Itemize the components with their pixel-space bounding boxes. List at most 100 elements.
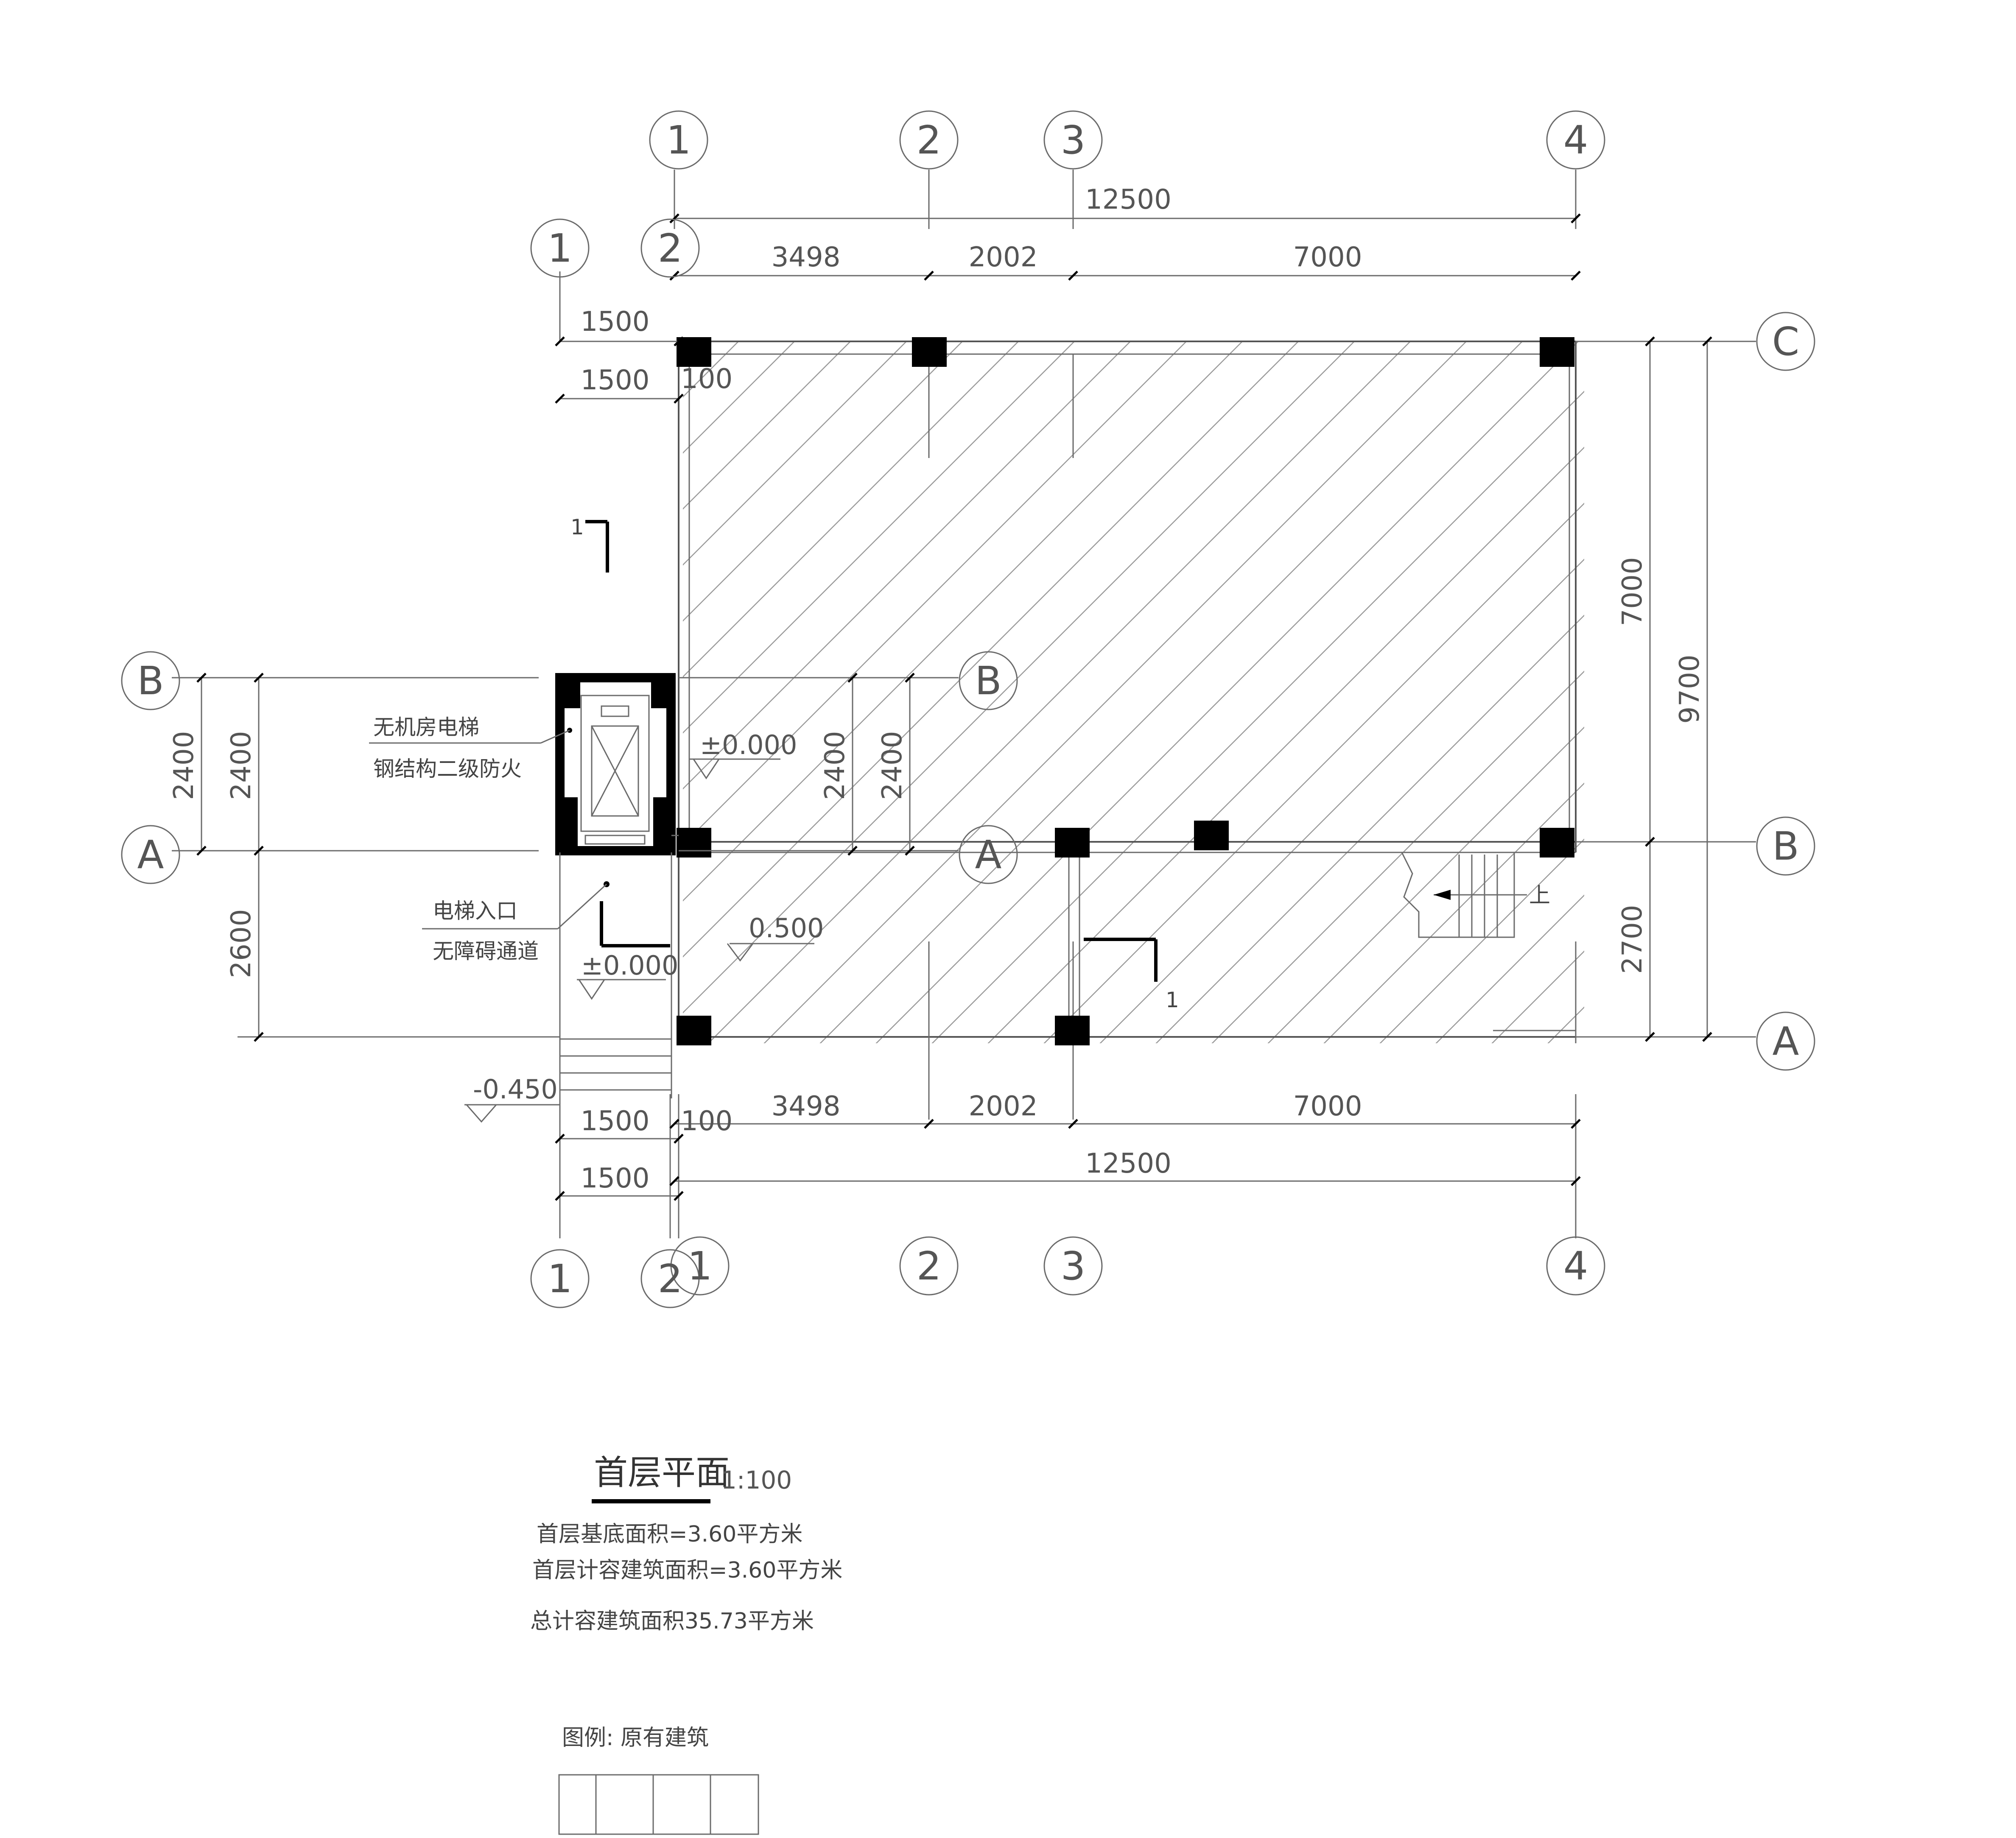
hatch-line <box>1790 276 2016 1081</box>
dim-bottom-seg-2: 2002 <box>969 1091 1038 1122</box>
area-line-1: 首层基底面积=3.60平方米 <box>537 1522 802 1547</box>
axis-label-right-a: A <box>1773 1019 1799 1064</box>
hatch-line <box>1678 276 2016 1081</box>
dim-top-seg-3: 7000 <box>1293 242 1362 273</box>
dim-right-upper: 7000 <box>1617 557 1648 626</box>
hatch-line <box>987 447 1584 1043</box>
hatch-line <box>683 341 739 398</box>
level-entry: ±0.000 <box>581 950 678 981</box>
axis-label-top-2: 2 <box>917 117 942 163</box>
dimension-lines <box>201 218 1708 1197</box>
axis-label-top-4: 4 <box>1563 117 1588 163</box>
hatch-line <box>683 341 1243 902</box>
dim-left-bottom-1: 1500 <box>581 1106 650 1137</box>
dim-top-seg-2: 2002 <box>969 242 1038 273</box>
axis-label-right-c: C <box>1772 319 1799 364</box>
axis-label-top-1: 1 <box>666 117 691 163</box>
axis-label-bottom-3: 3 <box>1061 1243 1086 1289</box>
drawing-title: 首层平面 <box>594 1453 730 1492</box>
dim-right-lower: 2700 <box>1617 905 1648 974</box>
legend-swatch <box>558 1774 759 1835</box>
hatch-line <box>875 341 1579 1043</box>
dim-mid-outer: 2400 <box>819 731 851 800</box>
hatch-line <box>683 341 1187 846</box>
hatch-line <box>931 391 1584 1043</box>
entrance-note-1: 电梯入口 <box>433 899 517 923</box>
level-elevator: ±0.000 <box>700 729 797 760</box>
hatch-line <box>1379 838 1584 1043</box>
axis-label-annex-bottom-1: 1 <box>548 1256 573 1302</box>
hatch-line <box>1043 503 1584 1043</box>
dim-left-bottom-2: 1500 <box>581 1163 650 1194</box>
hatch-line <box>707 341 1411 1043</box>
dim-bottom-total: 12500 <box>1085 1148 1172 1179</box>
hatch-line <box>819 341 1523 1043</box>
dim-left-inner: 2400 <box>226 731 257 800</box>
dimension-ticks <box>196 213 1712 1201</box>
elevator-note-1: 无机房电梯 <box>373 715 479 740</box>
axis-label-annex-top-2: 2 <box>658 226 683 271</box>
axis-label-bottom-2: 2 <box>917 1243 942 1289</box>
building-outline <box>678 341 1577 1120</box>
section-label-top: 1 <box>570 515 584 539</box>
axis-label-left-a: A <box>137 832 164 877</box>
hatch-line <box>1099 559 1584 1043</box>
dim-left-outer: 2400 <box>168 731 200 800</box>
hatch-line <box>683 341 907 566</box>
axis-bubbles <box>121 110 1815 1308</box>
dim-left-top-2: 1500 <box>581 365 650 396</box>
axis-label-right-b: B <box>1772 824 1799 869</box>
level-outdoor: -0.450 <box>473 1074 558 1105</box>
hatch-line <box>0 276 636 1081</box>
section-label-bottom: 1 <box>1166 988 1179 1012</box>
drawing-scale: 1:100 <box>721 1466 792 1494</box>
dim-top-seg-1: 3498 <box>772 242 841 273</box>
hatch-line <box>763 341 1467 1043</box>
axis-label-annex-bottom-2: 2 <box>658 1256 683 1302</box>
axis-label-annex-top-1: 1 <box>548 226 573 271</box>
annex-passage <box>559 835 679 1098</box>
existing-building-hatch <box>0 276 2016 1081</box>
hatch-line <box>1155 615 1584 1043</box>
dim-top-total: 12500 <box>1085 184 1172 215</box>
hatch-line <box>683 341 963 622</box>
hatch-line <box>1491 950 1584 1043</box>
structural-columns <box>677 337 1574 1045</box>
hatch-line <box>683 341 795 454</box>
hatch-line <box>1211 670 1584 1043</box>
axis-label-bottom-1: 1 <box>688 1243 713 1289</box>
hatch-line <box>683 341 1075 734</box>
hatch-line <box>1902 276 2016 1081</box>
dim-bottom-seg-3: 7000 <box>1293 1091 1362 1122</box>
section-mark-bottom <box>1084 938 1158 982</box>
dim-bottom-seg-1: 3498 <box>772 1091 841 1122</box>
leader-lines <box>369 729 610 930</box>
area-line-3: 总计容建筑面积35.73平方米 <box>530 1609 814 1634</box>
hatch-line <box>1734 276 2016 1081</box>
dim-right-total: 9700 <box>1674 655 1706 724</box>
area-line-2: 首层计容建筑面积=3.60平方米 <box>532 1558 842 1583</box>
elevator-shaft <box>555 673 676 855</box>
hatch-line <box>1846 276 2016 1081</box>
hatch-line <box>683 341 1131 790</box>
dim-left-lower: 2600 <box>226 909 257 978</box>
legend-label: 图例: 原有建筑 <box>562 1725 709 1751</box>
axis-label-mid-b: B <box>975 658 1001 704</box>
dim-left-top-1: 1500 <box>581 306 650 338</box>
hatch-line <box>1435 894 1584 1043</box>
section-mark-top <box>585 520 609 573</box>
stair-up-label: 上 <box>1529 883 1550 908</box>
entrance-note-2: 无障碍通道 <box>433 939 539 964</box>
hatch-line <box>1547 1006 1584 1043</box>
elevator-note-2: 钢结构二级防火 <box>373 757 522 781</box>
dim-offset-top: 100 <box>681 363 733 395</box>
hatch-line <box>683 341 851 510</box>
axis-label-bottom-4: 4 <box>1563 1243 1588 1289</box>
dim-mid-inner: 2400 <box>877 731 908 800</box>
hatch-line <box>683 341 1019 678</box>
stair <box>1401 852 1527 938</box>
hatch-line <box>1323 782 1584 1043</box>
axis-label-top-3: 3 <box>1061 117 1086 163</box>
